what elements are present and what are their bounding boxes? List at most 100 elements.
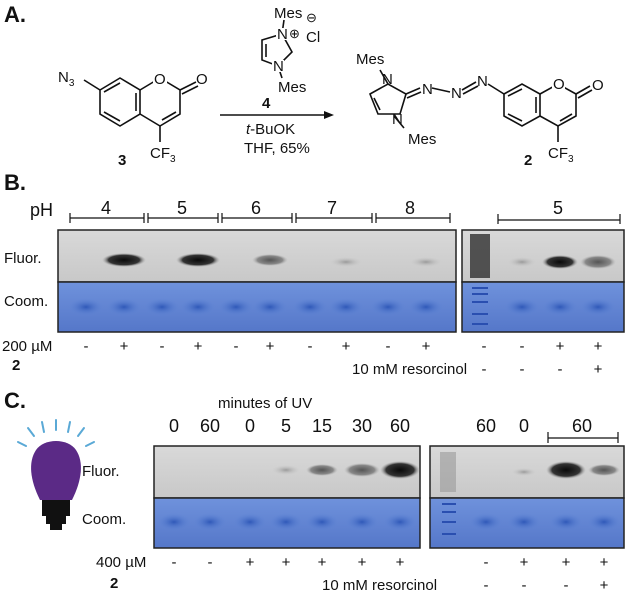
sign: - xyxy=(308,338,313,355)
gel-band xyxy=(306,464,338,476)
sign: - xyxy=(522,577,527,594)
panel-c-label: C. xyxy=(4,388,26,413)
gel-band xyxy=(512,468,536,476)
time-label: 0 xyxy=(519,416,529,436)
uv-time-labels-left: 0 60 0 5 15 30 60 xyxy=(169,416,410,436)
product-ring-oxygen: O xyxy=(553,76,565,93)
product-n4: N xyxy=(451,85,462,102)
sign: + xyxy=(342,338,351,355)
sign: + xyxy=(562,554,571,571)
panel-a-label: A. xyxy=(4,2,26,27)
ph-right-group-label: 5 xyxy=(553,198,563,218)
coomassie-bands xyxy=(157,513,417,531)
gel-band xyxy=(508,257,536,267)
reagent-n: N xyxy=(273,58,284,75)
sign: - xyxy=(386,338,391,355)
sign: + xyxy=(120,338,129,355)
ladder-marks xyxy=(442,503,456,535)
panel-c: C. minutes of UV 0 60 0 5 15 30 60 60 0 … xyxy=(4,388,625,594)
protein-band xyxy=(587,513,621,531)
product-n5: N xyxy=(477,73,488,90)
time-label: 60 xyxy=(476,416,496,436)
ladder-lane xyxy=(470,234,490,278)
plus-charge: ⊕ xyxy=(289,26,300,41)
group-bracket xyxy=(295,213,373,223)
ph-group-headers: 4 5 6 7 8 5 xyxy=(69,198,621,224)
sign: + xyxy=(358,554,367,571)
protein-band xyxy=(345,513,379,531)
sign: - xyxy=(484,577,489,594)
ladder-marks xyxy=(472,287,488,325)
ph-axis-label: pH xyxy=(30,200,53,220)
product-mes-bottom: Mes xyxy=(408,131,436,148)
protein-band xyxy=(328,298,364,316)
time-label: 30 xyxy=(352,416,372,436)
sign: + xyxy=(600,577,609,594)
coomassie-bands xyxy=(68,298,444,316)
sign: - xyxy=(520,361,525,378)
row-label-fluor: Fluor. xyxy=(82,463,120,480)
time-label: 60 xyxy=(200,416,220,436)
concentration-label: 200 µM xyxy=(2,338,52,355)
sign: - xyxy=(160,338,165,355)
group-bracket xyxy=(147,213,219,223)
product-cf3-label: CF3 xyxy=(548,145,574,165)
signs-row-c-left: - - + + + + + xyxy=(172,554,405,571)
resorcinol-signs-c: - - - + xyxy=(484,577,609,594)
compound-3-structure xyxy=(83,77,199,142)
sign: - xyxy=(564,577,569,594)
uv-time-header: minutes of UV xyxy=(218,395,312,412)
sign: - xyxy=(84,338,89,355)
concentration-label: 400 µM xyxy=(96,554,146,571)
gel-band xyxy=(344,463,380,477)
protein-band xyxy=(383,513,417,531)
protein-band xyxy=(157,513,191,531)
sign: + xyxy=(600,554,609,571)
sign: + xyxy=(396,554,405,571)
reagent-mes-top: Mes xyxy=(274,5,302,22)
ring-oxygen-label: O xyxy=(154,71,166,88)
gel-c-right xyxy=(429,445,625,549)
gel-band xyxy=(580,255,616,269)
uv-time-labels-right: 60 0 60 xyxy=(476,416,619,443)
chloride-label: Cl xyxy=(306,29,320,46)
panel-b-label: B. xyxy=(4,170,26,195)
compound-label: 2 xyxy=(110,575,118,592)
time-label: 0 xyxy=(245,416,255,436)
signs-row-b-left: - + - + - + - + - + xyxy=(84,338,431,355)
ladder-lane xyxy=(440,452,456,492)
sign: + xyxy=(520,554,529,571)
gel-band xyxy=(252,254,288,266)
product-carbonyl-oxygen: O xyxy=(592,77,604,94)
gel-band xyxy=(176,253,220,267)
sign: - xyxy=(234,338,239,355)
reagent-4-number: 4 xyxy=(262,95,271,112)
azide-label: N3 xyxy=(58,69,75,89)
gel-band xyxy=(588,464,620,476)
gel-band xyxy=(102,253,146,267)
resorcinol-signs-b: - - - + xyxy=(482,361,603,378)
carbonyl-oxygen-label: O xyxy=(196,71,208,88)
sign: - xyxy=(482,338,487,355)
sign: + xyxy=(266,338,275,355)
base-label: t-BuOK xyxy=(246,121,295,138)
compound-2-number: 2 xyxy=(524,152,532,169)
ph-group-label: 8 xyxy=(405,198,415,218)
row-label-coom: Coom. xyxy=(82,511,126,528)
row-label-fluor: Fluor. xyxy=(4,250,42,267)
sign: - xyxy=(172,554,177,571)
gel-b-left xyxy=(57,229,457,333)
gel-band xyxy=(380,461,420,479)
ph-group-label: 4 xyxy=(101,198,111,218)
gel-c-left xyxy=(153,445,421,549)
sign: - xyxy=(208,554,213,571)
time-label: 5 xyxy=(281,416,291,436)
product-n3: N xyxy=(422,81,433,98)
group-bracket xyxy=(497,214,621,224)
protein-band xyxy=(507,513,541,531)
protein-band xyxy=(193,513,227,531)
protein-band xyxy=(504,298,540,316)
protein-band xyxy=(469,513,503,531)
resorcinol-label: 10 mM resorcinol xyxy=(352,361,467,378)
panel-a: A. N3 O O CF3 3 xyxy=(4,2,604,169)
